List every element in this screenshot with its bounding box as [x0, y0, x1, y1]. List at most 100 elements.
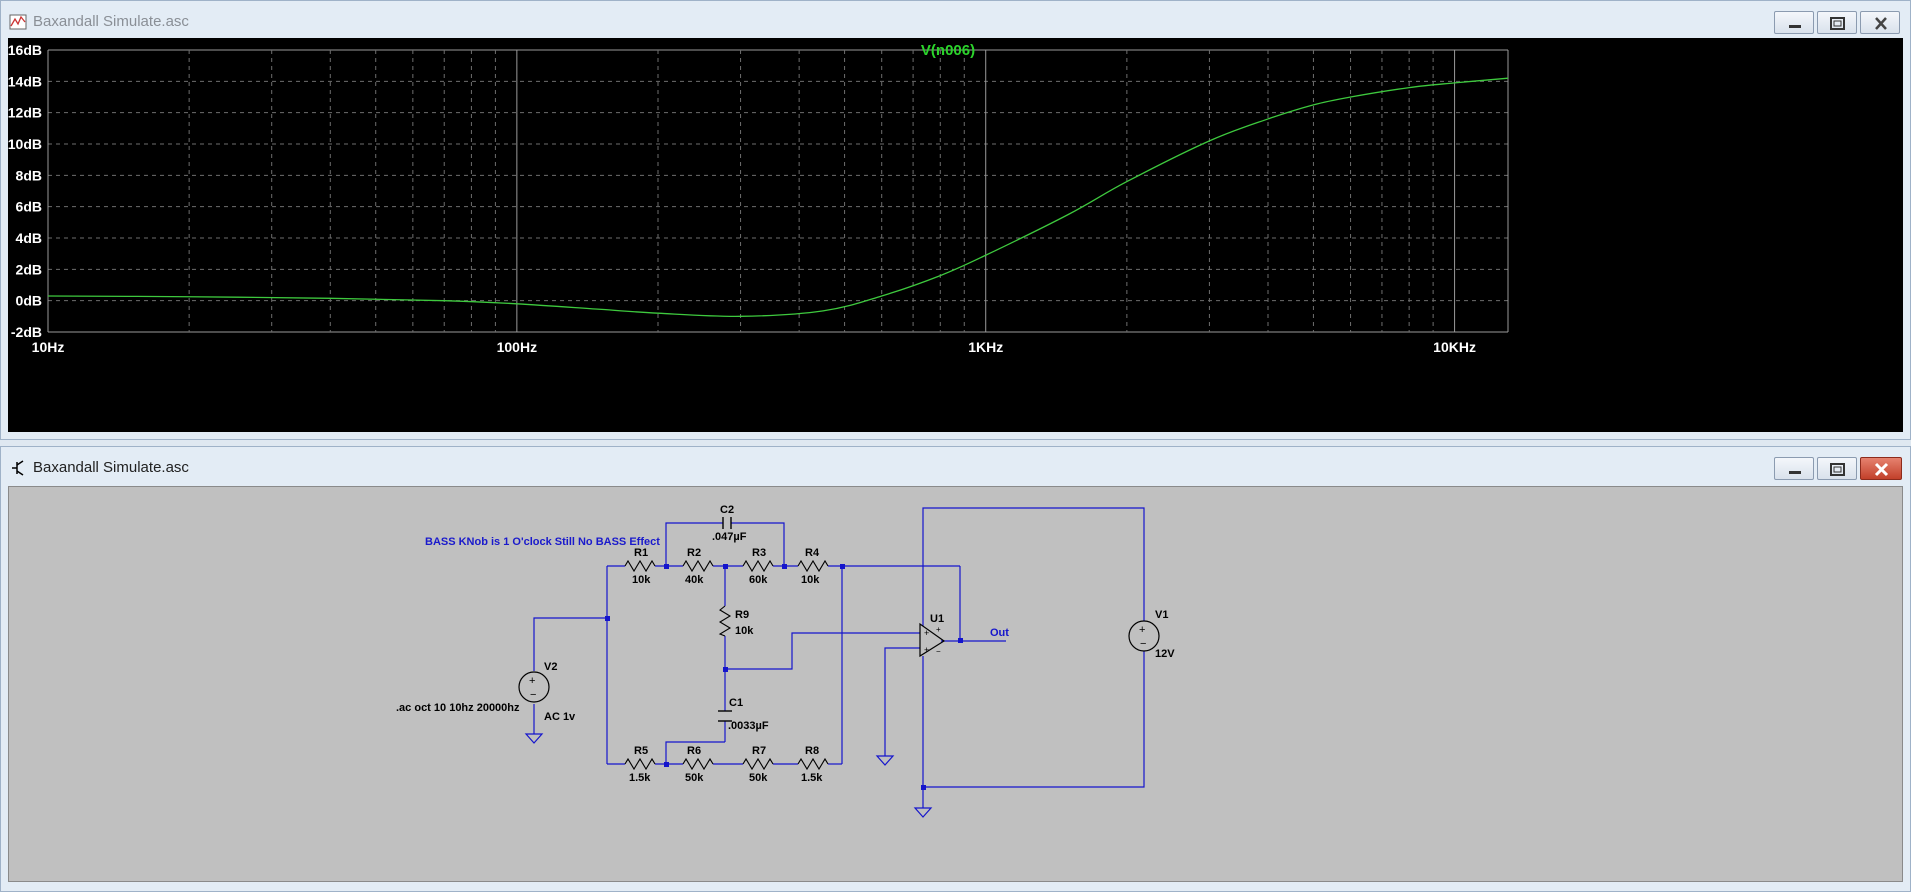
- r3-name: R3: [752, 547, 766, 559]
- x-tick-label: 10Hz: [32, 339, 65, 355]
- trace-name-label[interactable]: V(n006): [921, 42, 975, 59]
- r2-value: 40k: [685, 574, 704, 586]
- r2-name: R2: [687, 547, 701, 559]
- r7-symbol: [742, 757, 774, 771]
- v1-source-symbol[interactable]: + −: [1128, 620, 1160, 652]
- r1-symbol: [624, 559, 656, 573]
- r6-name: R6: [687, 745, 701, 757]
- ground-symbols: [524, 733, 933, 818]
- r9-symbol: [718, 605, 732, 637]
- schematic-window-titlebar[interactable]: Baxandall Simulate.asc: [1, 447, 1910, 487]
- r4-value: 10k: [801, 574, 820, 586]
- ac-analysis-chart[interactable]: 16dB 14dB 12dB 10dB 8dB 6dB 4dB 2dB 0dB -2dB 10Hz…: [8, 38, 1903, 432]
- x-axis-ticks: 10Hz 100Hz 1KHz 10KHz: [32, 339, 1476, 355]
- close-button[interactable]: [1860, 457, 1902, 480]
- schematic-canvas[interactable]: + + + − + − + − C2 .047µF R1 10k R2: [8, 486, 1903, 882]
- r4-symbol: [797, 559, 829, 573]
- trace-v-n006[interactable]: [47, 77, 1509, 318]
- r8-name: R8: [805, 745, 819, 757]
- c2-symbol: [722, 517, 732, 529]
- v2-name: V2: [544, 661, 557, 673]
- r3-symbol: [742, 559, 774, 573]
- r8-symbol: [797, 757, 829, 771]
- y-tick-label: 10dB: [8, 136, 42, 152]
- schematic-comment[interactable]: BASS KNob is 1 O'clock Still No BASS Eff…: [425, 536, 660, 548]
- restore-icon: [1830, 17, 1845, 30]
- x-tick-label: 10KHz: [1433, 339, 1476, 355]
- svg-text:−: −: [1140, 638, 1146, 650]
- r1-value: 10k: [632, 574, 651, 586]
- close-button[interactable]: [1860, 11, 1900, 34]
- r5-name: R5: [634, 745, 648, 757]
- y-tick-label: 2dB: [16, 261, 42, 277]
- resistor-symbols: [624, 559, 829, 771]
- y-axis-ticks: 16dB 14dB 12dB 10dB 8dB 6dB 4dB 2dB 0dB -2dB: [8, 42, 42, 340]
- x-tick-label: 1KHz: [968, 339, 1003, 355]
- r5-symbol: [624, 757, 656, 771]
- wires: [533, 507, 1145, 808]
- r9-name: R9: [735, 609, 749, 621]
- schematic-drawing[interactable]: + + + − + − + − C2 .047µF R1 10k R2: [8, 486, 1903, 882]
- u1-name: U1: [930, 613, 944, 625]
- close-icon: [1874, 462, 1889, 477]
- minimize-button[interactable]: [1774, 11, 1814, 34]
- r2-symbol: [682, 559, 714, 573]
- spice-directive[interactable]: .ac oct 10 10hz 20000hz: [396, 702, 520, 714]
- ground-icon: [913, 807, 933, 818]
- capacitor-symbols: [718, 517, 732, 722]
- out-net-label[interactable]: Out: [990, 627, 1009, 639]
- y-tick-label: 4dB: [16, 230, 42, 246]
- c1-symbol: [718, 710, 732, 722]
- restore-button[interactable]: [1817, 457, 1857, 480]
- r4-name: R4: [805, 547, 820, 559]
- svg-text:−: −: [936, 647, 941, 656]
- y-tick-label: 14dB: [8, 73, 42, 89]
- schematic-window-title: Baxandall Simulate.asc: [33, 459, 189, 476]
- plot-window-title: Baxandall Simulate.asc: [33, 13, 189, 30]
- r5-value: 1.5k: [629, 772, 651, 784]
- svg-text:−: −: [530, 689, 536, 701]
- y-tick-label: 6dB: [16, 199, 42, 215]
- c1-value: .0033µF: [728, 720, 769, 732]
- c2-name: C2: [720, 504, 734, 516]
- r6-symbol: [682, 757, 714, 771]
- y-tick-label: 16dB: [8, 42, 42, 58]
- waveform-viewer-icon: [9, 14, 27, 30]
- svg-text:+: +: [1139, 624, 1145, 636]
- r7-name: R7: [752, 745, 766, 757]
- r7-value: 50k: [749, 772, 768, 784]
- waveform-plot-pane[interactable]: 16dB 14dB 12dB 10dB 8dB 6dB 4dB 2dB 0dB -2dB 10Hz…: [8, 38, 1903, 432]
- y-tick-label: 12dB: [8, 105, 42, 121]
- r9-value: 10k: [735, 625, 754, 637]
- v2-value: AC 1v: [544, 711, 576, 723]
- r1-name: R1: [634, 547, 648, 559]
- v1-value: 12V: [1155, 648, 1175, 660]
- minimize-button[interactable]: [1774, 457, 1814, 480]
- r3-value: 60k: [749, 574, 768, 586]
- svg-text:+: +: [924, 628, 929, 638]
- r8-value: 1.5k: [801, 772, 823, 784]
- plot-grid: [47, 49, 1509, 333]
- restore-icon: [1830, 463, 1845, 476]
- schematic-transistor-icon: [12, 460, 24, 476]
- y-tick-label: 8dB: [16, 167, 42, 183]
- svg-text:+: +: [936, 625, 941, 634]
- c2-value: .047µF: [712, 531, 747, 543]
- minimize-icon: [1789, 471, 1801, 474]
- close-icon: [1875, 17, 1887, 30]
- ground-icon: [875, 755, 895, 766]
- y-tick-label: 0dB: [16, 293, 42, 309]
- r6-value: 50k: [685, 772, 704, 784]
- restore-button[interactable]: [1817, 11, 1857, 34]
- x-tick-label: 100Hz: [497, 339, 537, 355]
- junction-dots: [605, 564, 963, 790]
- opamp-u1-symbol[interactable]: + + + −: [919, 622, 946, 658]
- v1-name: V1: [1155, 609, 1168, 621]
- plot-window-titlebar[interactable]: Baxandall Simulate.asc: [1, 1, 1910, 41]
- y-tick-label: -2dB: [11, 324, 42, 340]
- svg-text:+: +: [529, 675, 535, 687]
- svg-text:+: +: [924, 645, 929, 655]
- c1-name: C1: [729, 697, 743, 709]
- minimize-icon: [1789, 25, 1801, 28]
- v2-source-symbol[interactable]: + −: [518, 671, 550, 703]
